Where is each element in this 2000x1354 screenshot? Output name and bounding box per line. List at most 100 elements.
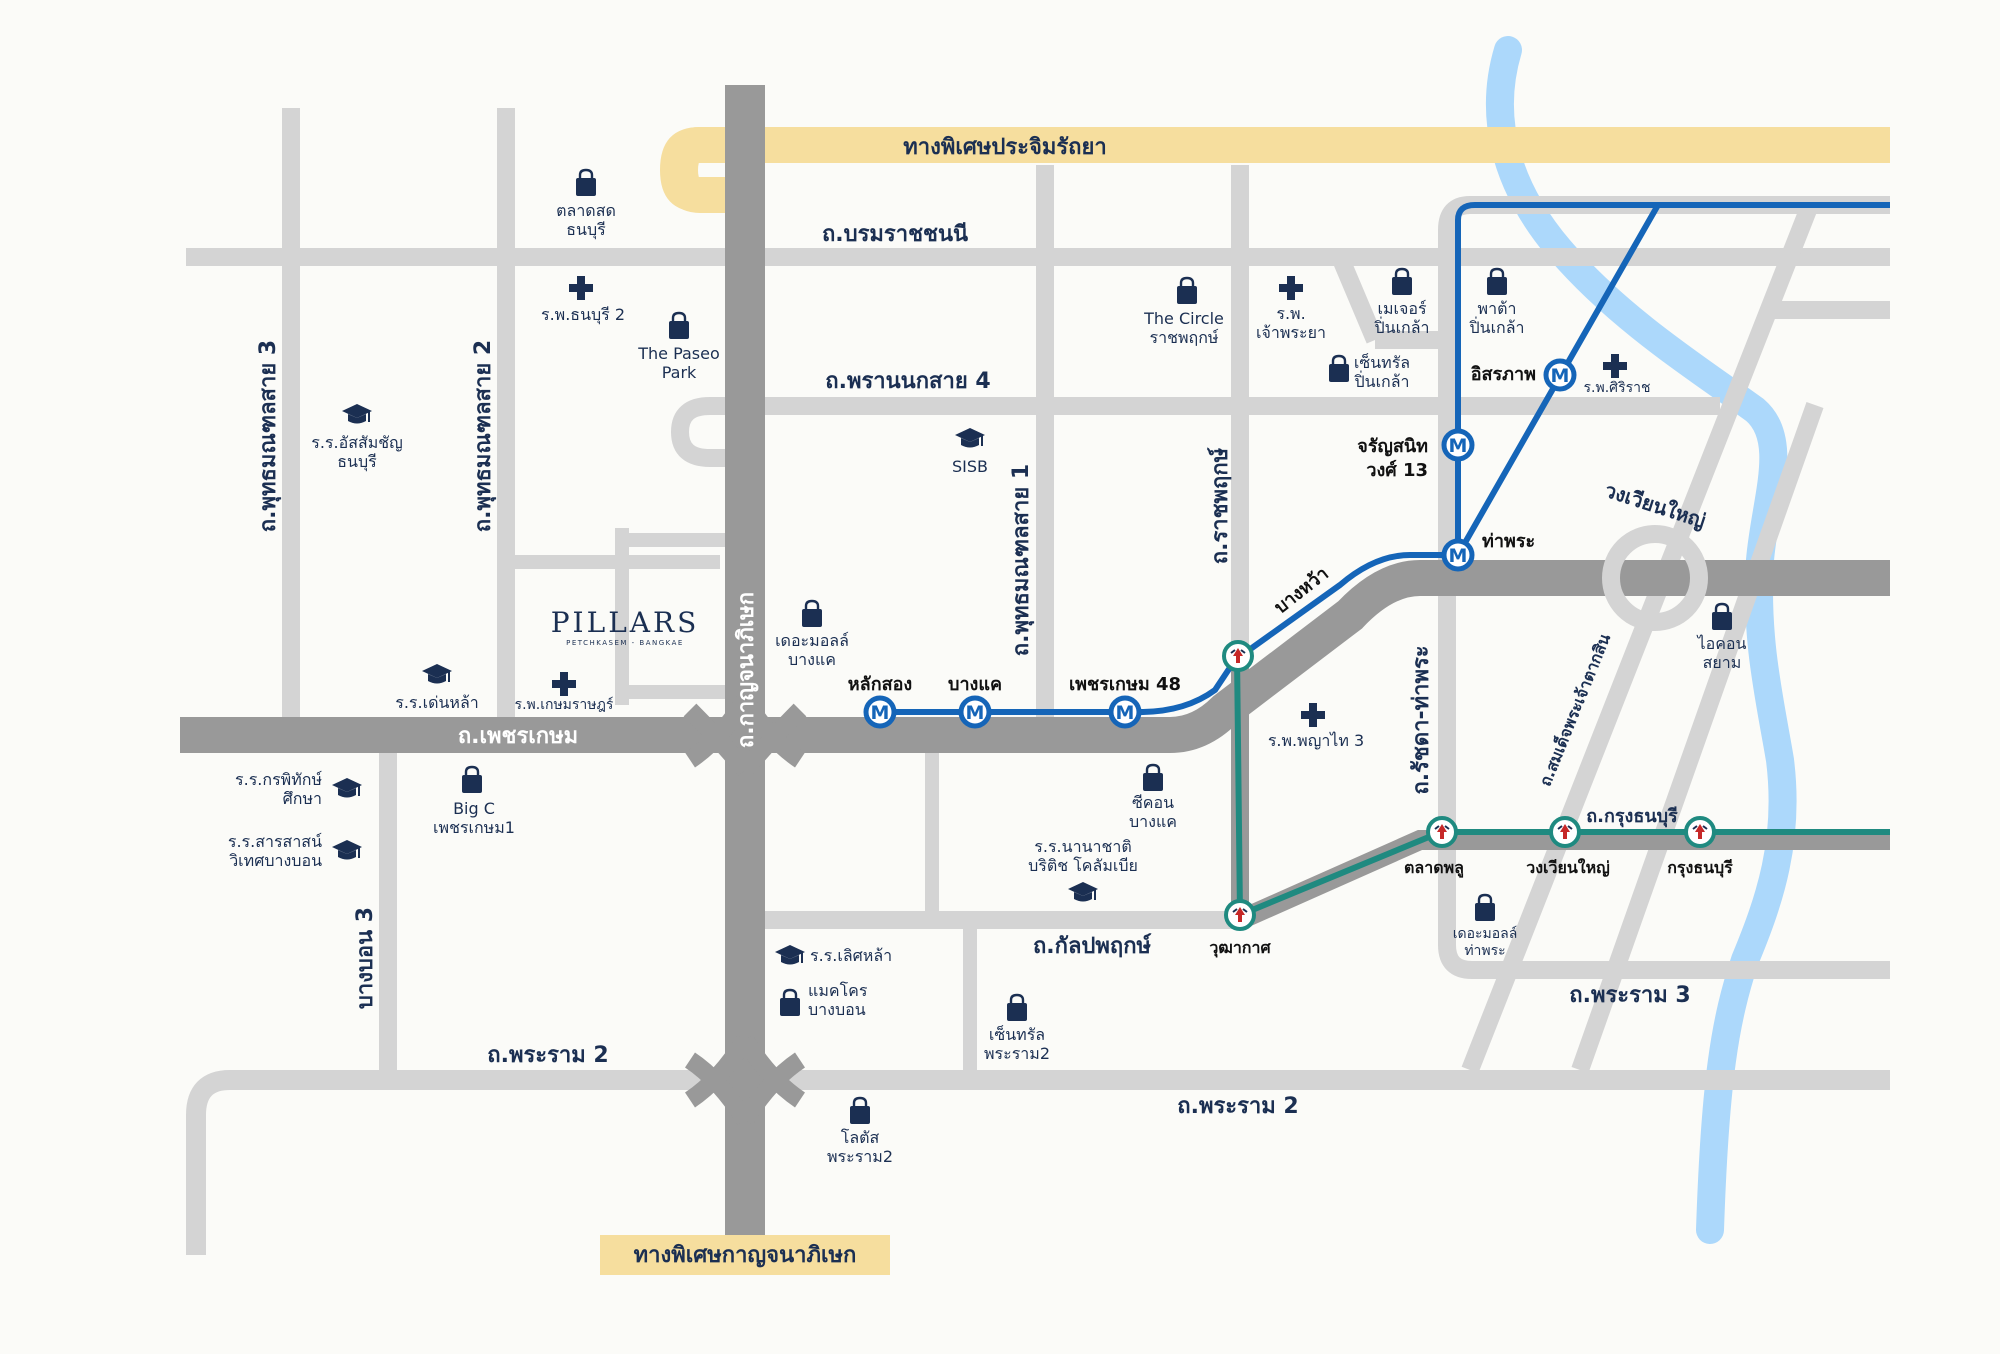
poi-british-label-2: บริติช โคลัมเบีย (1028, 856, 1138, 875)
station-wutthakat-label[interactable]: วุฒากาศ (1209, 938, 1271, 958)
poi-mall-thapra-label-2: ท่าพระ (1464, 943, 1505, 959)
shopping-bag-icon (1175, 276, 1199, 306)
pillars-logo-sub: PETCHKASEM - BANGKAE (566, 639, 684, 647)
graduation-cap-icon (774, 944, 806, 966)
poi-assumption-label-1: ร.ร.อัสสัมชัญ (311, 433, 403, 452)
shopping-bag-icon (1327, 354, 1351, 384)
poi-makro-label-1: แมคโคร (808, 981, 868, 1000)
poi-lotus-label-2: พระราม2 (827, 1147, 893, 1166)
poi-pata-label-1: พาต้า (1478, 299, 1517, 318)
graduation-cap-icon (331, 777, 363, 799)
poi-circle-label-2: ราชพฤกษ์ (1150, 328, 1219, 347)
hospital-cross-icon (1301, 703, 1325, 727)
poi-bigc-label-2: เพชรเกษม1 (433, 818, 515, 837)
mrt-phetkasem48-marker[interactable] (1111, 698, 1139, 726)
station-phetkasem48-label[interactable]: เพชรเกษม 48 (1069, 674, 1181, 695)
srt-wutthakat-marker[interactable] (1224, 899, 1256, 931)
poi-denla-label: ร.ร.เด่นหล้า (395, 693, 479, 712)
poi-rw-chaophraya-label-1: ร.พ. (1276, 304, 1305, 323)
shopping-bag-icon (667, 311, 691, 341)
graduation-cap-icon (421, 663, 453, 685)
road-phetkasem-label: ถ.เพชรเกษม (458, 724, 578, 749)
poi-major-pinklao-label-2: ปิ่นเกล้า (1374, 316, 1429, 337)
station-tha-phra-label[interactable]: ท่าพระ (1482, 531, 1535, 552)
expressway-bottom-label: ทางพิเศษกาญจนาภิเษก (634, 1243, 857, 1268)
graduation-cap-icon (1067, 881, 1099, 903)
station-krung-thonburi-label[interactable]: กรุงธนบุรี (1667, 858, 1733, 878)
shopping-bag-icon (1710, 602, 1734, 632)
poi-sarasas-label-2: วิเทศบางบอน (229, 851, 322, 870)
shopping-bag-icon (1485, 267, 1509, 297)
road-rama2-left-label: ถ.พระราม 2 (487, 1043, 608, 1068)
prachim-ratthaya-expressway (660, 127, 1890, 213)
shopping-bag-icon (1141, 763, 1165, 793)
shopping-bag-icon (1473, 893, 1497, 923)
poi-rw-phyathai3-label: ร.พ.พญาไท 3 (1268, 731, 1364, 750)
poi-sisb-label: SISB (952, 457, 988, 476)
poi-central-pinklao-label-1: เซ็นทรัล (1354, 352, 1410, 372)
minor-roads (186, 108, 1890, 1255)
mrt-lak-song-marker[interactable] (866, 698, 894, 726)
poi-seacon-label-2: บางแค (1129, 812, 1177, 831)
poi-british-label-1: ร.ร.นานาชาติ (1034, 837, 1131, 856)
poi-lotus-label-1: โลตัส (841, 1128, 880, 1147)
station-charan13-label-1[interactable]: จรัญสนิท (1357, 436, 1428, 457)
road-krung-thonburi-label: ถ.กรุงธนบุรี (1586, 806, 1678, 828)
poi-saksla-label: ร.ร.เลิศหล้า (810, 946, 892, 965)
poi-central-rama2-label-1: เซ็นทรัล (989, 1024, 1045, 1044)
poi-sarasas-label-1: ร.ร.สารสาสน์ (228, 832, 322, 851)
station-charan13-label-2[interactable]: วงศ์ 13 (1366, 459, 1428, 481)
road-borommaratchachonnani-label: ถ.บรมราชชนนี (822, 222, 968, 247)
srt-wongwian-yai-marker[interactable] (1549, 816, 1581, 848)
mrt-bang-khae-marker[interactable] (961, 698, 989, 726)
station-itsaraphap-label[interactable]: อิสรภาพ (1470, 364, 1536, 385)
poi-mall-thapra-label-1: เดอะมอลล์ (1453, 925, 1518, 942)
poi-bigc-label-1: Big C (453, 799, 495, 818)
srt-talat-phlu-marker[interactable] (1426, 816, 1458, 848)
poi-circle-label-1: The Circle (1143, 309, 1224, 328)
poi-pata-label-2: ปิ่นเกล้า (1469, 316, 1524, 337)
mrt-tha-phra-marker[interactable] (1444, 541, 1472, 569)
hospital-cross-icon (569, 276, 593, 300)
mrt-charan13-marker[interactable] (1444, 431, 1472, 459)
wongwian-yai-roundabout (1602, 525, 1708, 631)
graduation-cap-icon (954, 427, 986, 449)
kanchanaphisek-expressway-box (600, 1235, 890, 1275)
poi-major-pinklao-label-1: เมเจอร์ (1377, 299, 1426, 318)
poi-assumption-label-2: ธนบุรี (337, 452, 377, 472)
hospital-cross-icon (1603, 354, 1627, 378)
station-talat-phlu-label[interactable]: ตลาดพลู (1404, 858, 1464, 879)
station-lak-song-label[interactable]: หลักสอง (848, 674, 912, 695)
poi-seacon-label-1: ซีคอน (1132, 793, 1174, 812)
poi-kornpitak-label-1: ร.ร.กรพิทักษ์ (235, 770, 322, 789)
station-wongwian-yai-label[interactable]: วงเวียนใหญ่ (1526, 858, 1610, 878)
poi-paseo-label-1: The Paseo (637, 344, 720, 363)
station-bang-khae-label[interactable]: บางแค (948, 674, 1002, 695)
srt-krung-thonburi-marker[interactable] (1684, 816, 1716, 848)
graduation-cap-icon (341, 403, 373, 425)
poi-rw-chaophraya-label-2: เจ้าพระยา (1256, 323, 1326, 342)
poi-mall-bangkhae-label-1: เดอะมอลล์ (775, 631, 849, 650)
poi-central-pinklao-label-2: ปิ่นเกล้า (1354, 370, 1409, 391)
road-rama2-right-label: ถ.พระราม 2 (1177, 1094, 1298, 1119)
graduation-cap-icon (331, 839, 363, 861)
hospital-cross-icon (552, 672, 576, 696)
poi-labels: ตลาดสด ธนบุรี ร.พ.ธนบุรี 2 The Paseo Par… (228, 201, 1747, 1166)
mrt-itsaraphap-marker[interactable] (1546, 361, 1574, 389)
poi-mall-bangkhae-label-2: บางแค (788, 650, 836, 669)
road-phutthamonthon2-label: ถ.พุทธมณฑลสาย 2 (471, 340, 497, 532)
road-labels: ถ.บรมราชชนนี ถ.พรานนกสาย 4 ถ.พุทธมณฑลสาย… (256, 222, 1709, 1119)
road-phutthamonthon3-label: ถ.พุทธมณฑลสาย 3 (256, 340, 282, 532)
shopping-bag-icon (848, 1096, 872, 1126)
poi-rw-kasemrad-label: ร.พ.เกษมราษฎร์ (515, 696, 614, 713)
poi-talat-thonburi-label-1: ตลาดสด (556, 201, 616, 220)
srt-bang-wa-marker[interactable] (1222, 640, 1254, 672)
hospital-cross-icon (1279, 276, 1303, 300)
srt-red-line (1234, 654, 1890, 920)
expressway-top-label: ทางพิเศษประจิมรัถยา (903, 135, 1106, 160)
road-phran-nok-sai4-label: ถ.พรานนกสาย 4 (825, 369, 990, 394)
shopping-bag-icon (800, 599, 824, 629)
poi-talat-thonburi-label-2: ธนบุรี (566, 220, 606, 240)
road-ratchada-thapra-label: ถ.รัชดา-ท่าพระ (1409, 645, 1434, 794)
